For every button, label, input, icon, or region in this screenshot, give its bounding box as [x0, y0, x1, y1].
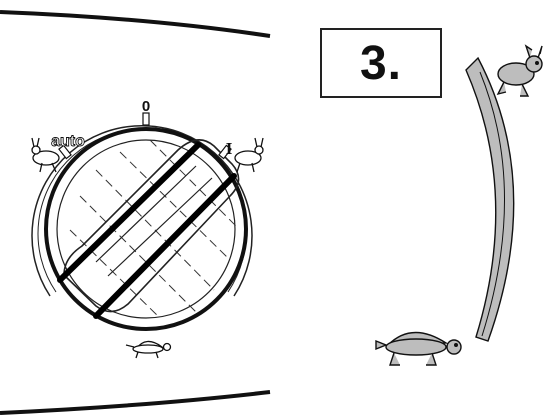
dial-label-auto: auto [51, 133, 85, 150]
dial-bezel [31, 125, 253, 297]
dial-pointer-ridge [95, 165, 213, 277]
speed-scale-inner-edge [479, 71, 505, 337]
hare-icon [234, 137, 264, 173]
crossed-out-mark [57, 142, 237, 319]
speed-dial [31, 112, 253, 331]
dial-label-one: I [226, 139, 233, 158]
dial-knob [44, 127, 248, 331]
tick-auto [58, 144, 72, 160]
tick-one [218, 144, 232, 160]
dial-pointer-ghost [69, 139, 237, 319]
speed-scale [375, 44, 543, 366]
tortoise-icon [375, 331, 462, 366]
hare-icon [31, 137, 60, 173]
step-number-label: 3. [359, 36, 403, 90]
hare-icon [496, 44, 543, 97]
tortoise-icon [125, 340, 172, 359]
dial-knob-inner-ring [56, 139, 236, 319]
dial-label-zero: 0 [142, 98, 150, 115]
dial-pointer-grip [63, 139, 240, 313]
panel-bottom-curve [0, 390, 271, 415]
step-number-box: 3. [320, 28, 442, 98]
tick-zero [142, 112, 150, 126]
panel-top-curve [0, 10, 271, 38]
speed-scale-band [465, 56, 515, 342]
